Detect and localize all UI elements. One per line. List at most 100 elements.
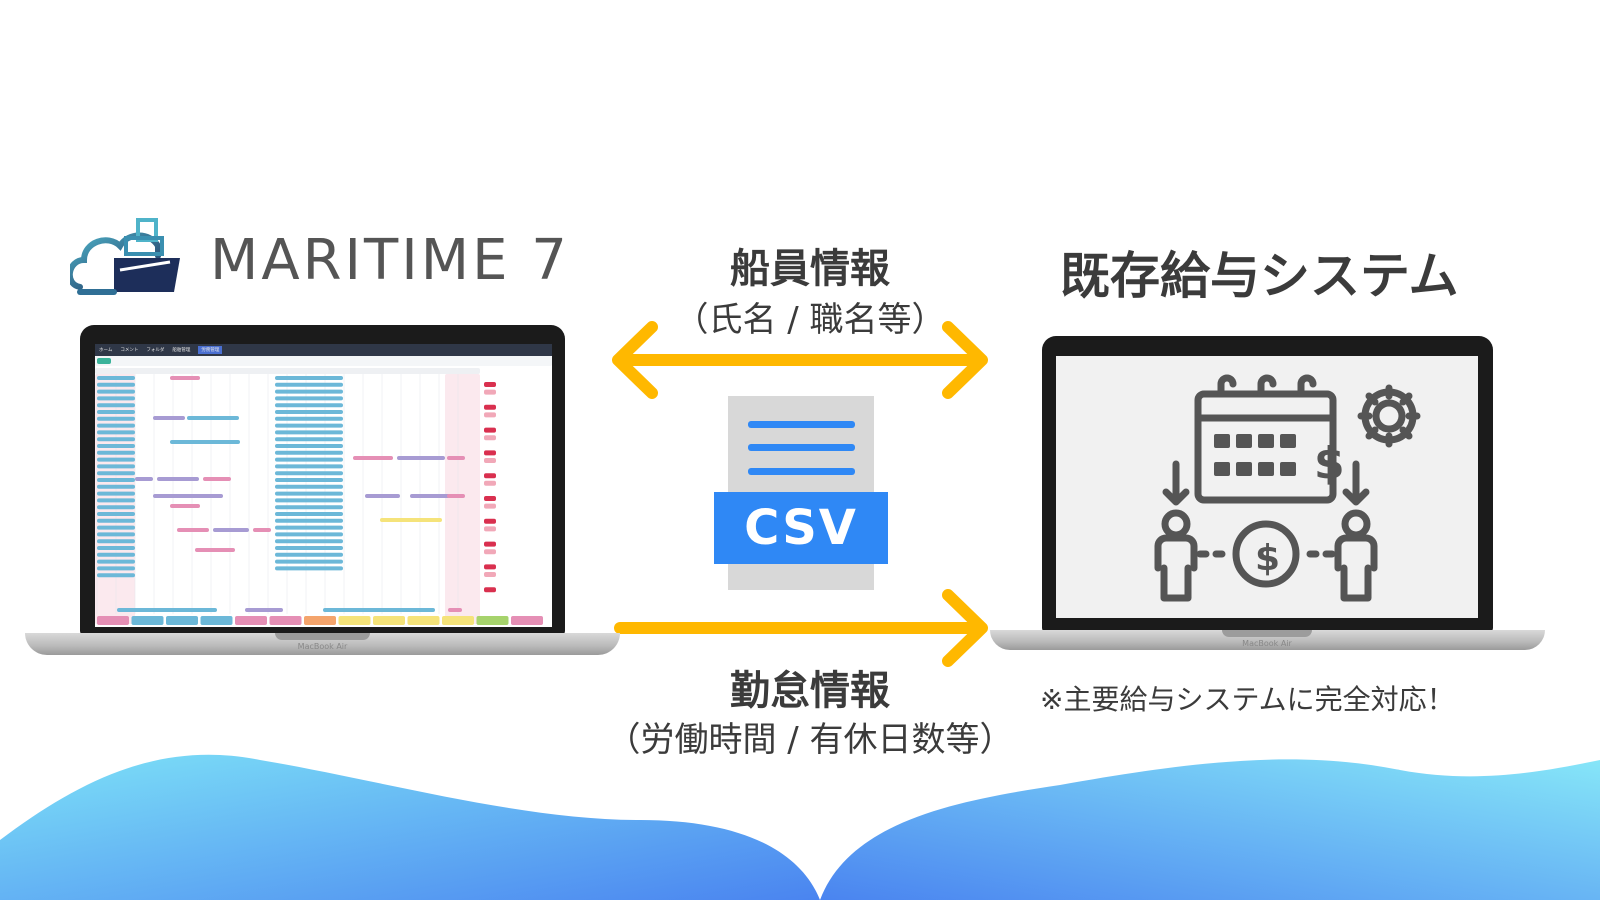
schedule-bar [275,512,343,516]
schedule-bar [170,504,200,508]
summary-cell [484,579,496,585]
grid-weekend-column [445,374,480,624]
schedule-bar [275,437,343,442]
summary-cell [484,450,496,456]
schedule-bar [97,457,135,462]
schedule-bar [275,430,343,435]
schedule-bar [410,494,450,498]
schedule-bar [253,528,271,532]
nav-comment[interactable]: コメント [120,348,139,353]
schedule-bar [397,456,445,460]
summary-cell [484,587,496,593]
nav-home[interactable]: ホーム [99,348,113,353]
summary-cell [484,572,496,577]
laptop-base [990,630,1545,650]
laptop-maritime7: ホーム コメント フォルダ 船舶管理 労務管理 MacBook Air [25,325,620,670]
legend-chip [373,616,405,625]
schedule-bar [353,456,393,460]
schedule-bar [275,546,343,550]
summary-cell [484,397,496,403]
legend-chip [338,616,371,625]
laptop-model-label: MacBook Air [297,642,348,651]
csv-badge [714,492,888,564]
schedule-bar [275,566,343,571]
attendance-info-title: 勤怠情報 [730,668,890,714]
schedule-bar [275,505,343,510]
arrow-right-head-icon [942,589,988,667]
summary-cell [484,458,496,463]
summary-cell [484,465,496,471]
gear-icon [1357,384,1421,448]
schedule-bar [275,410,343,414]
nav-folder[interactable]: フォルダ [146,348,165,353]
schedule-bar [97,410,135,414]
schedule-bar [275,518,343,523]
laptop-base [25,633,620,655]
schedule-bar [170,376,200,380]
schedule-bar [97,566,135,571]
nav-labor-management[interactable]: 労務管理 [198,346,223,354]
legend-chip [476,616,509,625]
data-flow-arrows [612,321,988,667]
schedule-bar [275,478,343,482]
schedule-bar [275,382,343,387]
summary-cell [484,549,496,555]
schedule-bar [117,608,217,612]
schedule-bar [275,484,343,489]
legend-chip [166,616,198,625]
summary-cell [484,420,496,425]
schedule-bar [447,494,465,498]
text-line [748,421,855,428]
nav-ship-management[interactable]: 船舶管理 [172,348,191,353]
maritime7-logo-icon [70,218,180,295]
legend-chip [97,616,129,625]
schedule-bar [97,539,135,544]
dollar-icon: $ [1255,538,1280,579]
text-line [748,468,855,475]
legend-chip [235,616,267,625]
person-icon [1334,509,1378,602]
summary-cell [484,389,496,395]
schedule-bar [97,389,135,394]
schedule-bar [365,494,400,498]
arrow-right-head-icon [942,321,988,399]
laptop-notch [1222,630,1312,637]
legend-chip [407,616,440,625]
schedule-bar [97,430,135,435]
summary-cell [484,503,496,509]
summary-cell [484,496,496,501]
schedule-bar [170,440,240,444]
laptop-notch [275,633,370,640]
schedule-bar [275,491,343,496]
schedule-bar [177,528,209,532]
summary-cell [484,435,496,441]
laptop-model-label: MacBook Air [1242,639,1292,648]
schedule-bar [153,494,223,498]
attendance-info-subtitle: （労働時間 / 有休日数等） [606,720,1014,760]
schedule-bar [323,608,435,612]
schedule-bar [97,376,135,380]
schedule-bar [275,444,343,448]
schedule-bar [97,498,135,503]
schedule-bar [97,559,135,564]
schedule-bar [187,416,239,420]
maritime7-app-screen: ホーム コメント フォルダ 船舶管理 労務管理 [95,344,552,627]
payroll-illustration: $ $ [1154,374,1421,602]
summary-cell [484,442,496,448]
schedule-bar [97,450,135,455]
schedule-bar [275,403,343,408]
schedule-bar [203,477,231,481]
schedule-bar [245,608,283,612]
grid-toolbar [95,356,552,366]
schedule-bar [275,376,343,380]
schedule-bar [97,437,135,442]
legend-chip [442,616,474,625]
payroll-system-title: 既存給与システム [1060,247,1459,305]
payroll-screen: $ $ [1056,356,1478,618]
summary-cell [484,382,496,387]
schedule-bar [97,403,135,408]
schedule-bar [275,525,343,530]
schedule-bar [97,518,135,523]
legend-chip [269,616,302,625]
attendance-schedule-grid [95,356,552,625]
